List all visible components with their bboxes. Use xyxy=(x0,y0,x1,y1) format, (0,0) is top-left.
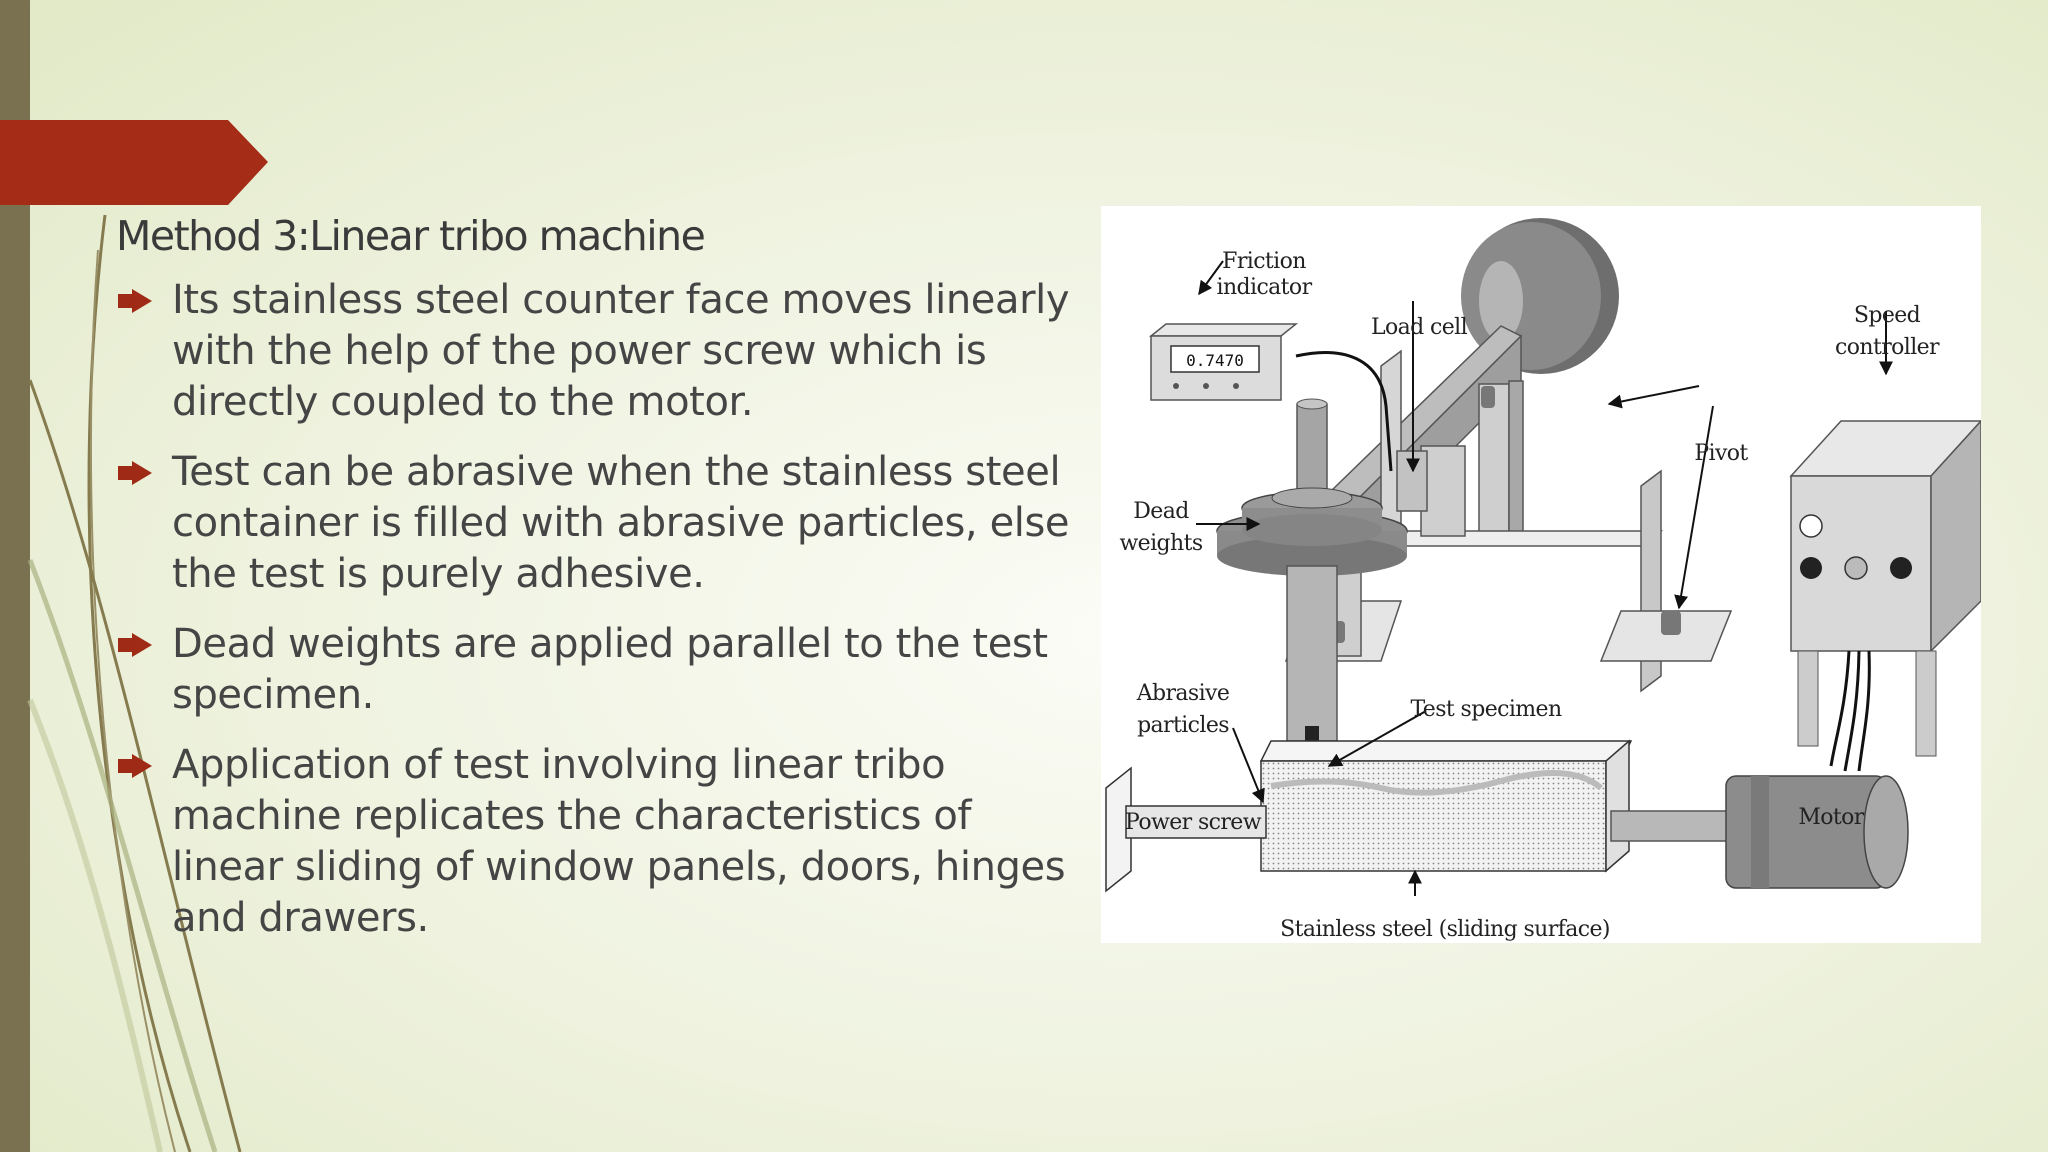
bullet-text: Dead weights are applied parallel to the… xyxy=(172,621,1048,718)
bullet-item: Dead weights are applied parallel to the… xyxy=(115,619,1075,721)
arrow-bullet-icon xyxy=(118,754,152,778)
power-screw xyxy=(1105,766,1267,893)
label-speed-controller-2: controller xyxy=(1835,335,1940,360)
speed-controller xyxy=(1789,419,1981,772)
label-stainless-steel: Stainless steel (sliding surface) xyxy=(1280,917,1610,942)
label-abrasive-particles-1: Abrasive xyxy=(1136,681,1230,706)
bullet-text: Its stainless steel counter face moves l… xyxy=(172,277,1070,425)
decorative-stalks xyxy=(27,214,242,1152)
arrow-bullet-icon xyxy=(118,633,152,657)
label-motor: Motor xyxy=(1798,805,1864,830)
label-dead-weights-2: weights xyxy=(1119,531,1202,556)
bullet-item: Its stainless steel counter face moves l… xyxy=(115,275,1075,428)
label-test-specimen: Test specimen xyxy=(1410,697,1562,722)
bullet-list: Its stainless steel counter face moves l… xyxy=(115,275,1075,963)
dead-weights xyxy=(1216,398,1408,776)
bullet-text: Test can be abrasive when the stainless … xyxy=(172,449,1070,597)
title-accent-arrow xyxy=(0,120,270,205)
bullet-text: Application of test involving linear tri… xyxy=(172,742,1066,941)
label-abrasive-particles-2: particles xyxy=(1137,713,1229,738)
motor xyxy=(1725,775,1909,889)
stand xyxy=(1284,349,1733,693)
arrow-bullet-icon xyxy=(118,461,152,485)
display-value: 0.7470 xyxy=(1186,351,1244,370)
label-power-screw: Power screw xyxy=(1125,810,1262,835)
label-load-cell: Load cell xyxy=(1371,315,1468,340)
label-pivot: Pivot xyxy=(1694,441,1748,466)
bullet-item: Test can be abrasive when the stainless … xyxy=(115,447,1075,600)
bullet-item: Application of test involving linear tri… xyxy=(115,740,1075,944)
arrow-bullet-icon xyxy=(118,289,152,313)
friction-indicator: 0.7470 xyxy=(1148,323,1393,472)
label-speed-controller-1: Speed xyxy=(1854,303,1921,328)
tribo-machine-diagram: 0.7470 xyxy=(1101,206,1981,943)
steel-container xyxy=(1259,739,1633,873)
label-friction-indicator-2: indicator xyxy=(1217,275,1313,300)
label-friction-indicator-1: Friction xyxy=(1222,249,1306,274)
slide-title: Method 3:Linear tribo machine xyxy=(116,212,706,260)
label-dead-weights-1: Dead xyxy=(1133,499,1189,524)
